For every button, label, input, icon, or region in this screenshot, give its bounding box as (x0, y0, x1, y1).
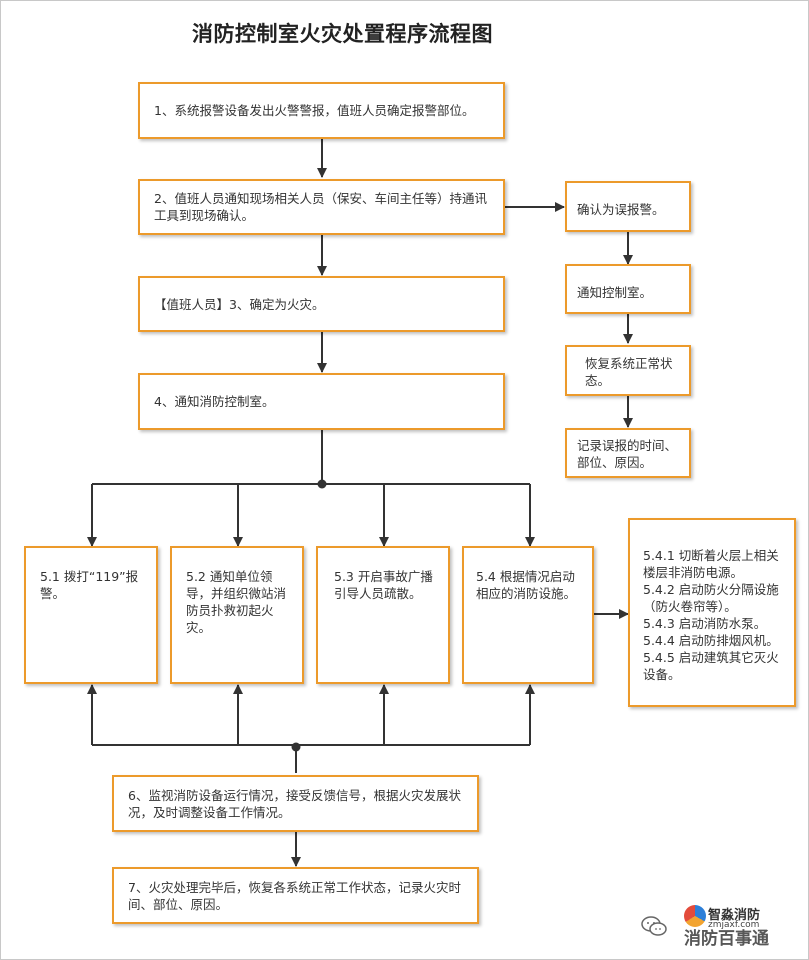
step-3-text: 【值班人员】3、确定为火灾。 (154, 296, 325, 312)
wechat-icon (641, 916, 667, 936)
detail-5-4-5: 5.4.5 启动建筑其它灭火设备。 (643, 650, 779, 682)
step-5-3-box: 5.3 开启事故广播引导人员疏散。 (316, 546, 450, 684)
step-5-2-box: 5.2 通知单位领导，并组织微站消防员扑救初起火灾。 (170, 546, 304, 684)
junction-dot-top (317, 479, 327, 489)
step-5-4-box: 5.4 根据情况启动相应的消防设施。 (462, 546, 594, 684)
step-7-box: 7、火灾处理完毕后，恢复各系统正常工作状态，记录火灾时间、部位、原因。 (112, 867, 479, 924)
watermark: 智淼消防 zmjaxf.com 消防百事通 (640, 903, 800, 951)
step-5-3-text: 5.3 开启事故广播引导人员疏散。 (334, 569, 433, 601)
false-alarm-3-text: 恢复系统正常状态。 (585, 356, 673, 388)
step-5-1-text: 5.1 拨打“119”报警。 (40, 569, 139, 601)
false-alarm-1-text: 确认为误报警。 (577, 202, 665, 217)
false-alarm-1-box: 确认为误报警。 (565, 181, 691, 232)
detail-5-4-1: 5.4.1 切断着火层上相关楼层非消防电源。 (643, 548, 779, 580)
step-5-2-text: 5.2 通知单位领导，并组织微站消防员扑救初起火灾。 (186, 569, 287, 635)
diagram-title: 消防控制室火灾处置程序流程图 (192, 22, 493, 46)
step-1-box: 1、系统报警设备发出火警警报，值班人员确定报警部位。 (138, 82, 505, 139)
step-2-text: 2、值班人员通知现场相关人员（保安、车间主任等）持通讯工具到现场确认。 (154, 191, 487, 223)
watermark-url: zmjaxf.com (708, 920, 760, 930)
brand-logo-icon (684, 905, 706, 927)
step-3-box: 【值班人员】3、确定为火灾。 (138, 276, 505, 332)
step-5-4-text: 5.4 根据情况启动相应的消防设施。 (476, 569, 577, 601)
detail-5-4-4: 5.4.4 启动防排烟风机。 (643, 633, 779, 648)
step-1-text: 1、系统报警设备发出火警警报，值班人员确定报警部位。 (154, 103, 475, 118)
step-5-1-box: 5.1 拨打“119”报警。 (24, 546, 158, 684)
false-alarm-2-text: 通知控制室。 (577, 285, 653, 300)
step-7-text: 7、火灾处理完毕后，恢复各系统正常工作状态，记录火灾时间、部位、原因。 (128, 879, 461, 912)
step-4-text: 4、通知消防控制室。 (154, 394, 275, 409)
step-6-box: 6、监视消防设备运行情况，接受反馈信号，根据火灾发展状况，及时调整设备工作情况。 (112, 775, 479, 832)
false-alarm-3-box: 恢复系统正常状态。 (565, 345, 691, 396)
step-6-text: 6、监视消防设备运行情况，接受反馈信号，根据火灾发展状况，及时调整设备工作情况。 (128, 787, 461, 820)
junction-dot-bottom (291, 742, 301, 752)
detail-5-4-2: 5.4.2 启动防火分隔设施（防火卷帘等）。 (643, 582, 779, 614)
detail-5-4-3: 5.4.3 启动消防水泵。 (643, 616, 767, 631)
step-5-4-details-box: 5.4.1 切断着火层上相关楼层非消防电源。 5.4.2 启动防火分隔设施（防火… (628, 518, 796, 707)
false-alarm-4-text: 记录误报的时间、部位、原因。 (577, 438, 678, 470)
watermark-brand: 智淼消防 (708, 908, 761, 923)
watermark-subtitle: 消防百事通 (684, 929, 769, 949)
step-4-box: 4、通知消防控制室。 (138, 373, 505, 430)
false-alarm-2-box: 通知控制室。 (565, 264, 691, 314)
false-alarm-4-box: 记录误报的时间、部位、原因。 (565, 428, 691, 478)
step-2-box: 2、值班人员通知现场相关人员（保安、车间主任等）持通讯工具到现场确认。 (138, 179, 505, 235)
